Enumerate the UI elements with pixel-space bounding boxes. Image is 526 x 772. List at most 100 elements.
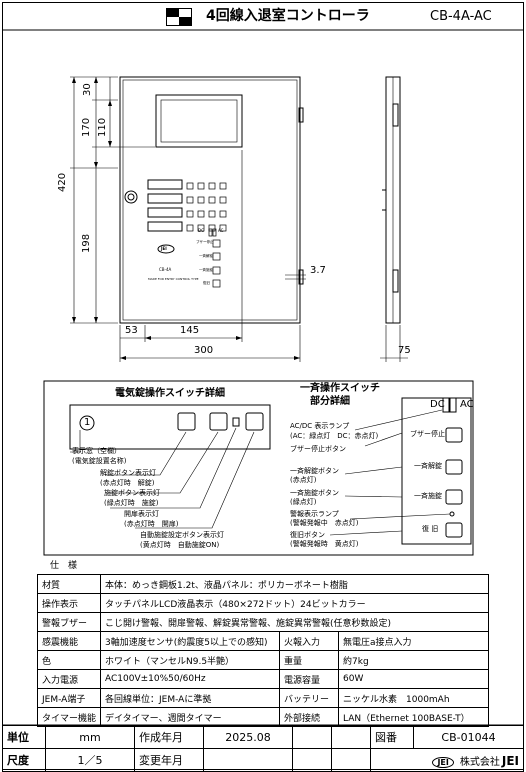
spec-key: 色 <box>36 650 102 670</box>
dim-height-upper: 170 <box>81 117 92 137</box>
label-recover: 復旧ボタン <box>290 531 325 539</box>
device-side-btn-2: 一斉解錠 <box>199 254 213 258</box>
company-name-logo: JEI <box>501 753 519 768</box>
spec-value: 3軸加速度センサ(約震度5以上での感知) <box>100 631 281 651</box>
spec-key2: 電源容量 <box>279 669 340 689</box>
label-display-window-note: (電気錠設置名称) <box>72 457 127 465</box>
dim-gap: 3.7 <box>310 265 326 276</box>
spec-key2: 外部接続 <box>279 707 340 727</box>
label-buzzer-stop: ブザー停止ボタン <box>290 445 346 453</box>
spec-key: 材質 <box>36 574 102 594</box>
label-all-unlock-note: (赤点灯) <box>290 476 317 484</box>
spec-key: タイマー機能 <box>36 707 102 727</box>
spec-title: 仕 様 <box>50 561 78 571</box>
inset-all-lock: 一斉施錠 <box>414 492 442 500</box>
inset-buzzer-stop: ブザー停止 <box>410 430 445 438</box>
spec-value2: 無電圧a接点入力 <box>338 631 489 651</box>
label-auto-lock-lamp: 自動施錠設定ボタン表示灯 <box>140 531 224 539</box>
spec-key2: 火報入力 <box>279 631 340 651</box>
dim-depth: 75 <box>398 345 411 356</box>
spec-table: 材質本体：めっき鋼板1.2t、液晶パネル：ポリカーボネート樹脂 操作表示タッチパ… <box>36 574 489 727</box>
label-open-lamp-note: (赤点灯時 開扉) <box>124 520 179 528</box>
dim-width-left: 53 <box>125 325 138 336</box>
label-all-unlock: 一斉解錠ボタン <box>290 467 339 475</box>
spec-key: 入力電源 <box>36 669 102 689</box>
detail-right-title: 一斉操作スイッチ <box>300 383 380 394</box>
changed-value <box>203 748 293 772</box>
spec-value2: 60W <box>338 669 489 689</box>
company-logo-icon: JEI <box>432 756 454 768</box>
inset-ac-label: AC <box>460 399 474 410</box>
device-side-btn-1: ブザー停止 <box>196 240 214 244</box>
dim-height-screen: 110 <box>97 117 108 137</box>
inset-dc-label: DC <box>430 399 445 410</box>
unit-label: 単位 <box>2 725 46 749</box>
device-maker-label: MADE FOR ENTRY CONTROL TYPE <box>148 277 199 281</box>
company-name: 株式会社 <box>459 756 500 768</box>
spec-row: JEM-A端子各回線単位：JEM-Aに準拠バッテリーニッケル水素 1000mAh <box>36 688 489 708</box>
spec-row: 操作表示タッチパネルLCD液晶表示（480×272ドット）24ビットカラー <box>36 593 489 613</box>
scale-label: 尺度 <box>2 748 46 772</box>
spec-key: JEM-A端子 <box>36 688 102 708</box>
header-logo-icon <box>166 8 192 26</box>
dim-width-center: 145 <box>180 325 200 336</box>
device-side-btn-3: 一斉施錠 <box>199 268 213 272</box>
device-logo: JEI <box>161 246 167 251</box>
spec-key2: 重量 <box>279 650 340 670</box>
created-value: 2025.08 <box>203 725 293 749</box>
dim-width-total: 300 <box>194 345 214 356</box>
spec-key: 感震機能 <box>36 631 102 651</box>
spec-value: AC100V±10%50/60Hz <box>100 669 281 689</box>
spec-row: 警報ブザーこじ開け警報、開扉警報、解錠異常警報、施錠異常警報(任意秒数設定) <box>36 612 489 632</box>
blank-cell <box>331 725 371 749</box>
blank-cell <box>292 748 332 772</box>
detail-left-title: 電気錠操作スイッチ詳細 <box>115 388 225 399</box>
created-label: 作成年月 <box>134 725 204 749</box>
dim-height-top: 30 <box>82 83 93 96</box>
device-side-btn-4: 復旧 <box>203 281 210 285</box>
label-unlock-lamp-note: (赤点灯時 解錠) <box>100 479 155 487</box>
spec-key: 操作表示 <box>36 593 102 613</box>
label-open-lamp: 開扉表示灯 <box>124 510 159 518</box>
label-auto-lock-lamp-note: (黄点灯時 自動施錠ON) <box>140 541 220 549</box>
inset-recover: 復 旧 <box>422 525 439 533</box>
label-alarm-lamp: 警報表示ランプ <box>290 510 339 518</box>
spec-value2: LAN（Ethernet 100BASE-T） <box>338 707 489 727</box>
spec-value: デイタイマー、週間タイマー <box>100 707 281 727</box>
device-model-label: CB-4A <box>159 267 172 272</box>
drawing-value: CB-01044 <box>413 725 524 749</box>
spec-value2: ニッケル水素 1000mAh <box>338 688 489 708</box>
model-number: CB-4A-AC <box>430 9 492 24</box>
blank-cell <box>331 748 371 772</box>
label-all-lock: 一斉施錠ボタン <box>290 489 339 497</box>
spec-value: 各回線単位：JEM-Aに準拠 <box>100 688 281 708</box>
unit-value: mm <box>45 725 135 749</box>
label-acdc-lamp-note: (AC：緑点灯 DC：赤点灯) <box>290 432 379 440</box>
dim-height-total: 420 <box>57 172 68 192</box>
spec-row: 色ホワイト（マンセルN9.5半艶）重量約7kg <box>36 650 489 670</box>
spec-row: 材質本体：めっき鋼板1.2t、液晶パネル：ポリカーボネート樹脂 <box>36 574 489 594</box>
spec-value: 本体：めっき鋼板1.2t、液晶パネル：ポリカーボネート樹脂 <box>100 574 489 594</box>
blank-cell <box>292 725 332 749</box>
title-block: 単位 mm 作成年月 2025.08 図番 CB-01044 尺度 1／5 変更… <box>2 725 524 772</box>
spec-key2: バッテリー <box>279 688 340 708</box>
label-all-lock-note: (緑点灯) <box>290 498 317 506</box>
label-alarm-lamp-note: (警報発報中 赤点灯) <box>290 519 359 527</box>
scale-value: 1／5 <box>45 748 135 772</box>
device-dc-label: DC <box>198 228 204 233</box>
drawing-label: 図番 <box>370 725 414 749</box>
dim-height-lower: 198 <box>81 233 92 253</box>
changed-label: 変更年月 <box>134 748 204 772</box>
spec-value: こじ開け警報、開扉警報、解錠異常警報、施錠異常警報(任意秒数設定) <box>100 612 489 632</box>
label-lock-lamp-note: (緑点灯時 施錠) <box>104 499 159 507</box>
spec-value2: 約7kg <box>338 650 489 670</box>
spec-value: ホワイト（マンセルN9.5半艶） <box>100 650 281 670</box>
detail-display-number: 1 <box>84 417 91 428</box>
device-ac-label: AC <box>218 228 224 233</box>
inset-all-unlock: 一斉解錠 <box>414 462 442 470</box>
detail-right-subtitle: 部分詳細 <box>310 396 350 407</box>
